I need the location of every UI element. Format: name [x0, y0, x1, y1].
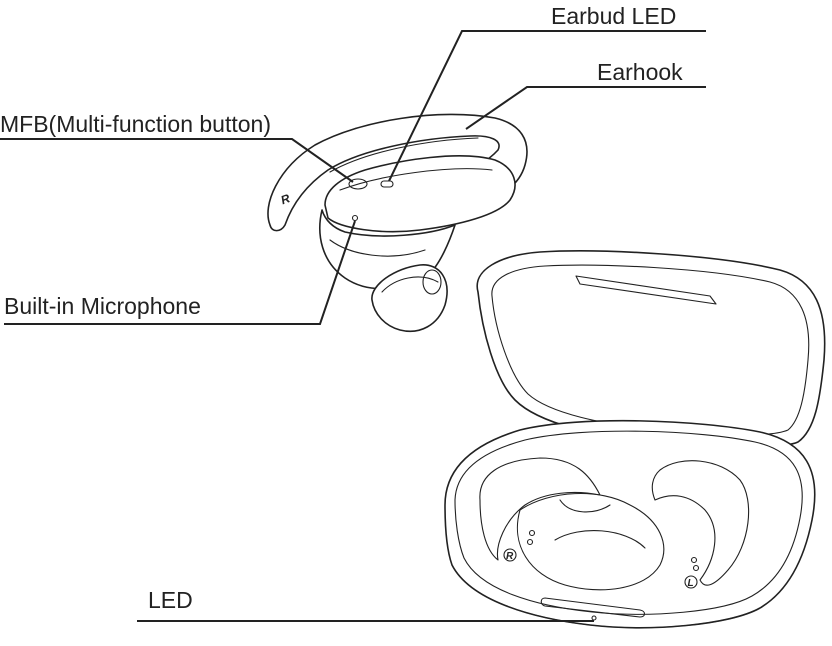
- svg-text:Earhook: Earhook: [597, 59, 683, 85]
- callout-earhook: Earhook: [465, 59, 706, 130]
- case-right-mark-ring: [503, 548, 517, 562]
- svg-text:LED: LED: [148, 587, 193, 613]
- ear-tip: [371, 264, 448, 332]
- case-left-mark: L: [688, 578, 694, 589]
- svg-text:Earbud LED: Earbud LED: [551, 3, 676, 29]
- case-tray: [516, 492, 665, 591]
- callout-microphone: Built-in Microphone: [4, 220, 356, 325]
- svg-text:MFB(Multi-function button): MFB(Multi-function button): [0, 111, 271, 137]
- case-base: [444, 419, 816, 629]
- callout-case-led: LED: [137, 587, 594, 622]
- case-led-slot: [540, 597, 646, 618]
- charging-case-illustration: R L: [444, 250, 826, 629]
- case-right-mark: R: [506, 551, 514, 562]
- mfb-button: [348, 178, 368, 190]
- svg-text:Built-in Microphone: Built-in Microphone: [4, 293, 201, 319]
- callout-earbud-led: Earbud LED: [388, 3, 706, 182]
- earbud-led-dot: [380, 180, 394, 188]
- microphone-hole: [351, 214, 359, 222]
- callout-mfb: MFB(Multi-function button): [0, 111, 354, 183]
- case-cavity-right: [479, 457, 601, 561]
- earbud-body: [324, 155, 516, 233]
- earbud-illustration: R: [267, 113, 528, 332]
- case-cavity-left: [651, 460, 750, 586]
- case-left-mark-ring: [684, 575, 698, 589]
- case-lid: [476, 250, 826, 449]
